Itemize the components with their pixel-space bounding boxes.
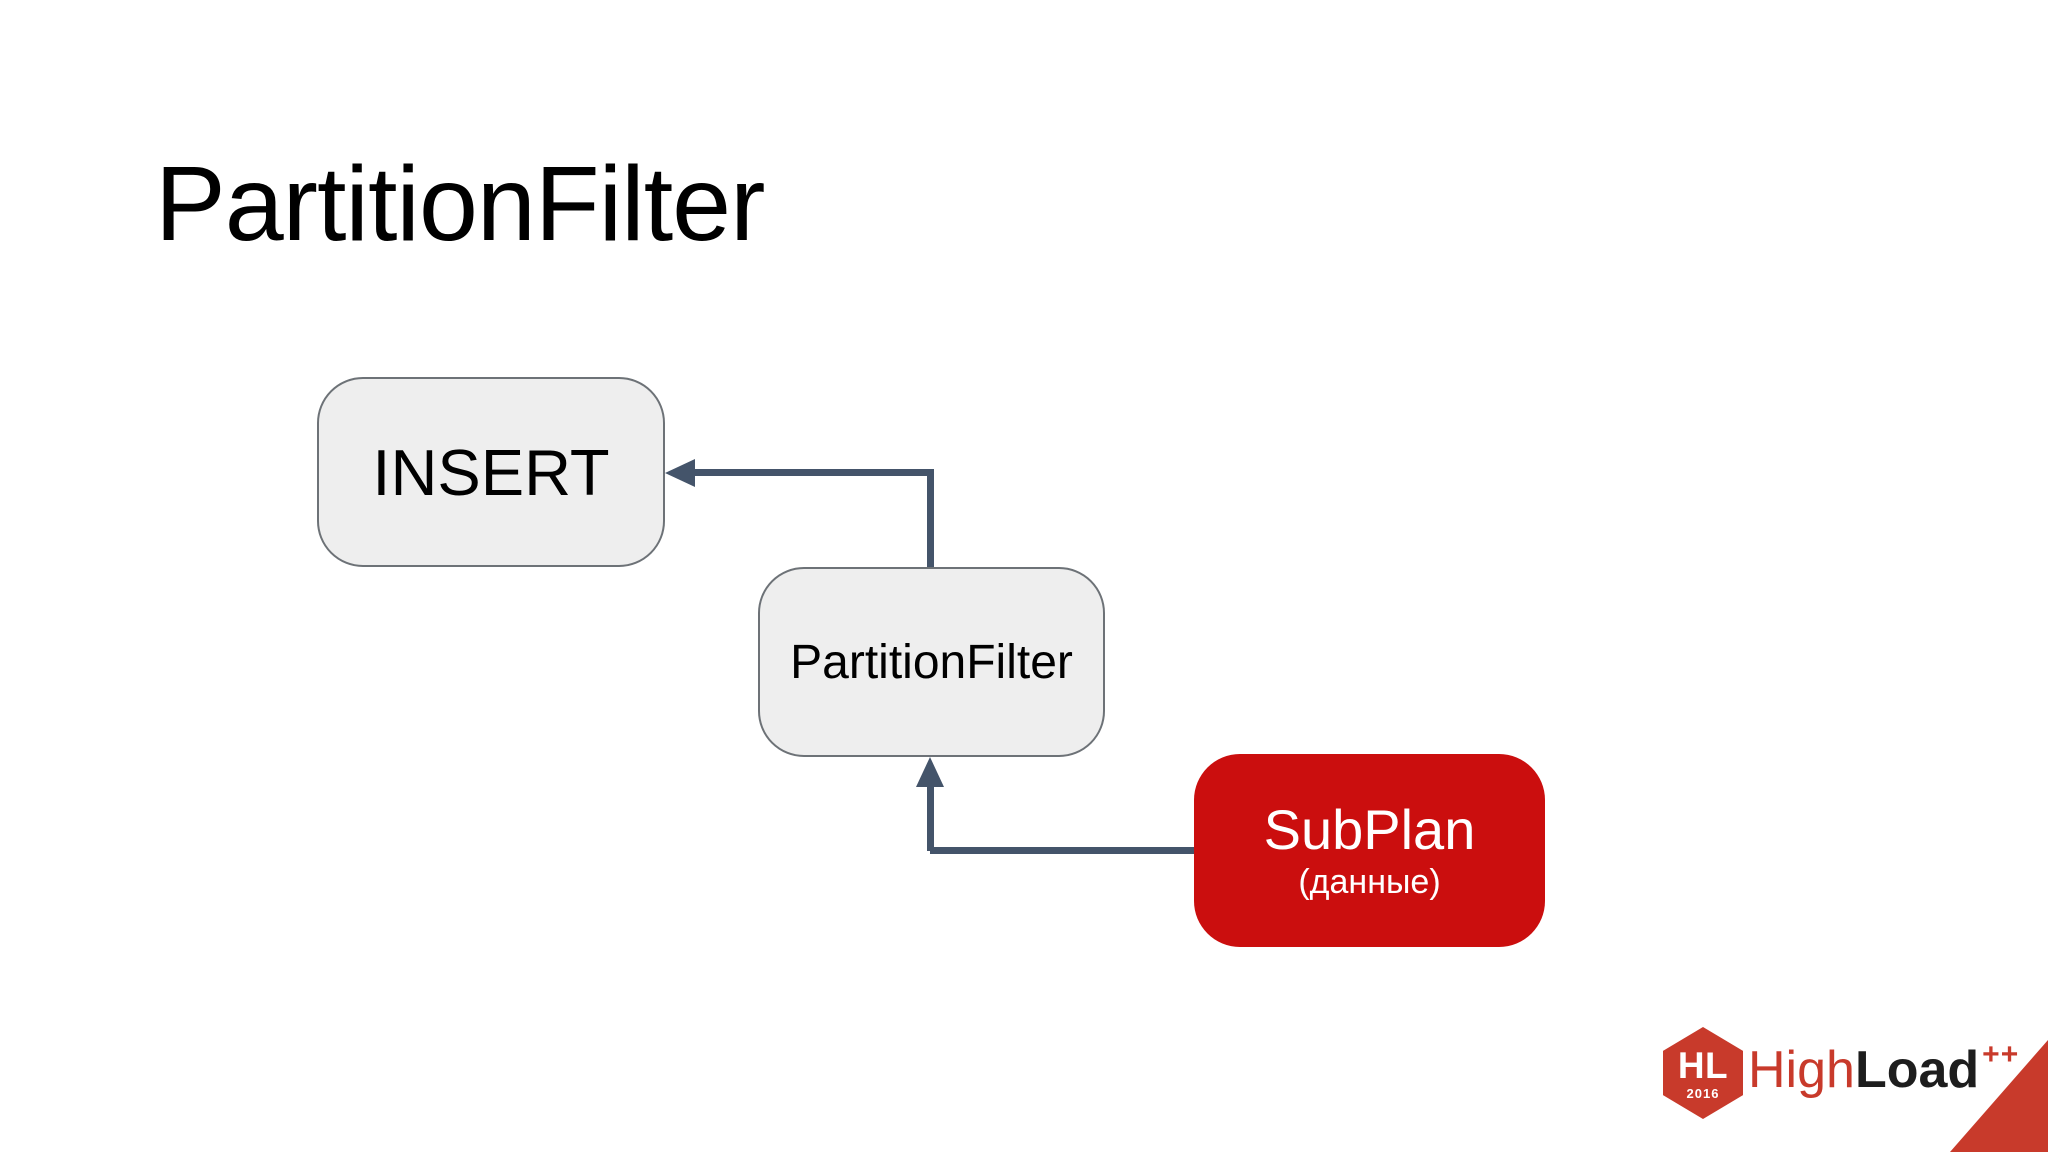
- wordmark-high: High: [1748, 1041, 1855, 1099]
- node-insert-label: INSERT: [372, 435, 610, 509]
- edge-pfilter-to-insert-horizontal: [692, 469, 934, 476]
- node-subplan: SubPlan (данные): [1194, 754, 1545, 947]
- node-partition-filter: PartitionFilter: [758, 567, 1105, 757]
- node-subplan-sublabel: (данные): [1298, 863, 1441, 902]
- node-partition-filter-label: PartitionFilter: [790, 635, 1073, 689]
- edge-subplan-to-pfilter-horizontal: [930, 847, 1196, 854]
- wordmark-plusplus: ++: [1982, 1038, 2020, 1071]
- arrowhead-left-icon: [665, 459, 695, 487]
- node-insert: INSERT: [317, 377, 665, 567]
- arrowhead-up-icon: [916, 757, 944, 787]
- node-subplan-label: SubPlan: [1263, 797, 1476, 861]
- logo-year: 2016: [1686, 1085, 1720, 1101]
- wordmark-load: Load: [1854, 1041, 1980, 1099]
- edge-pfilter-to-insert-vertical: [927, 470, 934, 568]
- edge-subplan-to-pfilter-vertical: [927, 785, 934, 851]
- page-title: PartitionFilter: [155, 145, 765, 263]
- logo-initials: HL: [1677, 1044, 1729, 1086]
- highload-wordmark: High Load ++: [1748, 1040, 2018, 1099]
- highload-hexagon-logo-icon: HL 2016: [1663, 1027, 1743, 1119]
